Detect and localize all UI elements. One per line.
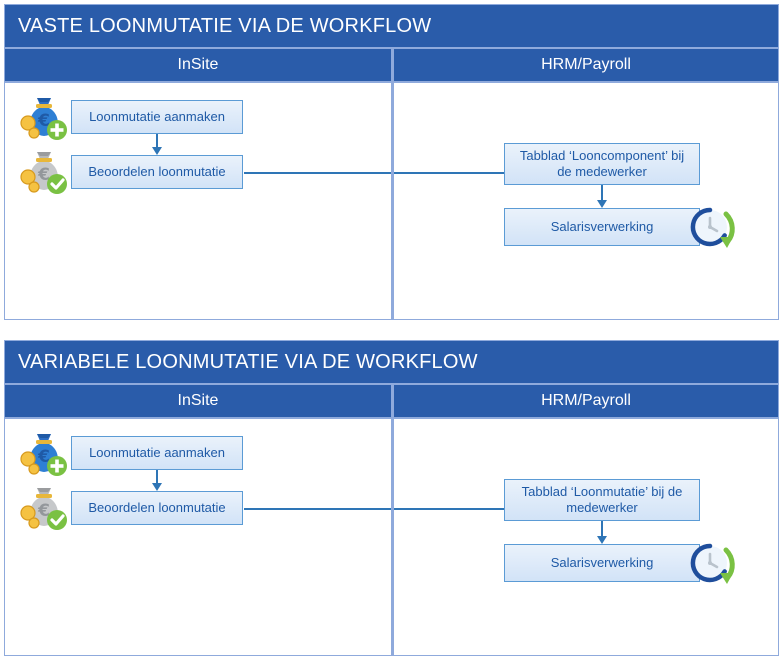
panel-vaste-loonmutatie: VASTE LOONMUTATIE VIA DE WORKFLOW InSite… [4, 4, 779, 320]
column-hrm-payroll: Tabblad ‘Loonmutatie’ bij de medewerker … [394, 419, 778, 655]
money-bag-plus-icon: € [17, 428, 71, 478]
box-beoordelen-loonmutatie[interactable]: Beoordelen loonmutatie [71, 491, 243, 525]
column-insite: € € [5, 83, 394, 319]
box-loonmutatie-aanmaken[interactable]: Loonmutatie aanmaken [71, 436, 243, 470]
arrow-tabblad-to-salaris [597, 185, 607, 208]
column-header-row: InSite HRM/Payroll [5, 385, 778, 419]
clock-refresh-icon [686, 537, 738, 589]
svg-text:€: € [37, 447, 50, 467]
panel-variabele-loonmutatie: VARIABELE LOONMUTATIE VIA DE WORKFLOW In… [4, 340, 779, 656]
panel-title: VARIABELE LOONMUTATIE VIA DE WORKFLOW [5, 341, 778, 385]
column-header-insite: InSite [5, 385, 394, 417]
arrow-create-to-review [152, 134, 162, 155]
column-header-hrm-payroll: HRM/Payroll [541, 392, 631, 409]
clock-refresh-icon [686, 201, 738, 253]
arrow-tabblad-to-salaris [597, 521, 607, 544]
box-salarisverwerking[interactable]: Salarisverwerking [504, 544, 700, 582]
money-bag-plus-icon: € [17, 92, 71, 142]
box-loonmutatie-aanmaken[interactable]: Loonmutatie aanmaken [71, 100, 243, 134]
box-tabblad-looncomponent[interactable]: Tabblad ‘Looncomponent’ bij de medewerke… [504, 143, 700, 185]
box-tabblad-loonmutatie[interactable]: Tabblad ‘Loonmutatie’ bij de medewerker [504, 479, 700, 521]
box-beoordelen-loonmutatie[interactable]: Beoordelen loonmutatie [71, 155, 243, 189]
money-bag-check-icon: € [17, 482, 71, 532]
panel-body: € € [5, 419, 778, 655]
money-bag-check-icon: € [17, 146, 71, 196]
svg-text:€: € [37, 111, 50, 131]
box-salarisverwerking[interactable]: Salarisverwerking [504, 208, 700, 246]
column-header-hrm-payroll: HRM/Payroll [541, 56, 631, 73]
column-header-insite: InSite [5, 49, 394, 81]
panel-title: VASTE LOONMUTATIE VIA DE WORKFLOW [5, 5, 778, 49]
svg-text:€: € [37, 165, 50, 185]
column-hrm-payroll: Tabblad ‘Looncomponent’ bij de medewerke… [394, 83, 778, 319]
column-insite: € € [5, 419, 394, 655]
column-header-row: InSite HRM/Payroll [5, 49, 778, 83]
svg-text:€: € [37, 501, 50, 521]
panel-body: € € [5, 83, 778, 319]
arrow-create-to-review [152, 470, 162, 491]
